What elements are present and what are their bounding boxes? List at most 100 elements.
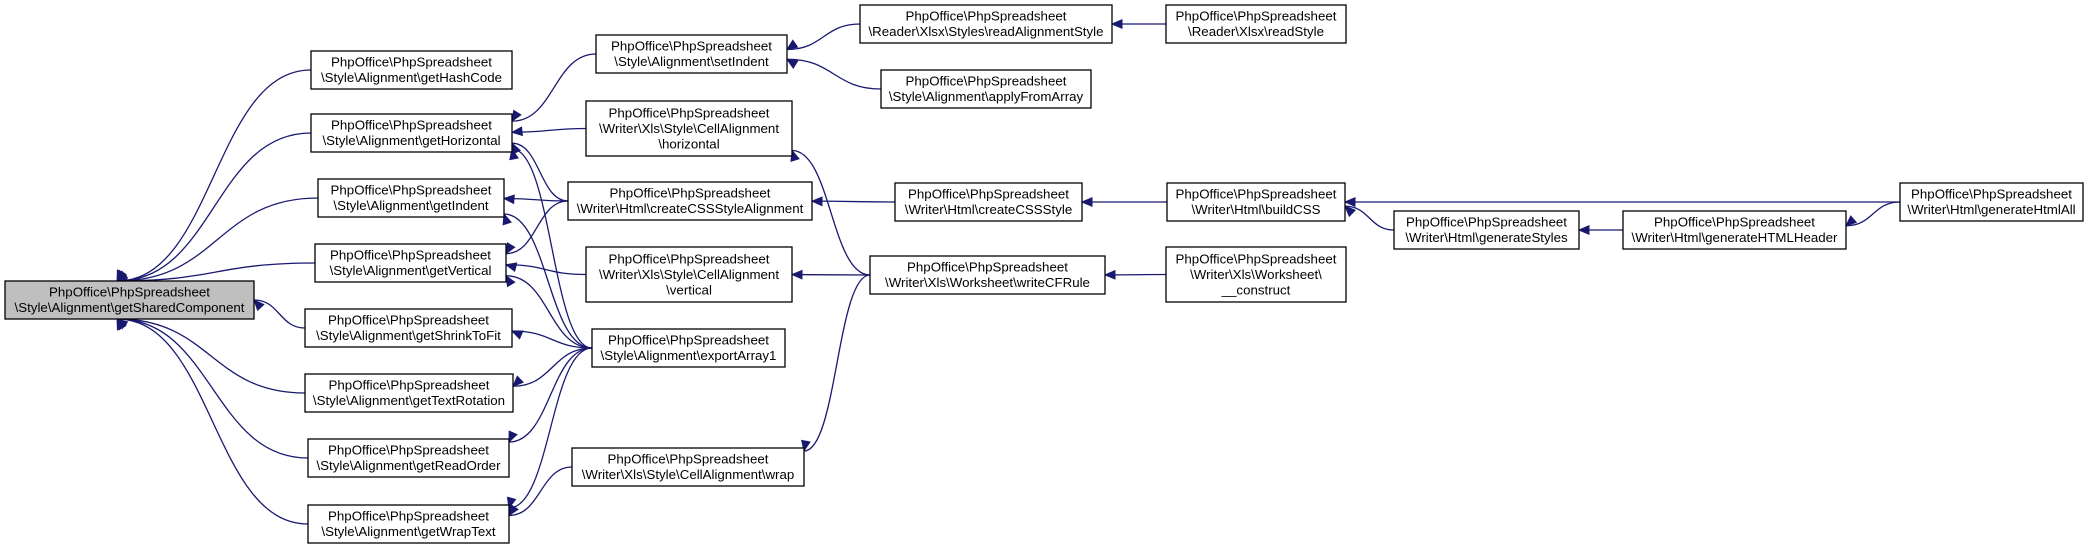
edge-readAlignmentStyle-to-setIndent	[786, 23, 861, 51]
edge-generateHtmlAll-to-generateHTMLHeader	[1845, 201, 1901, 227]
node-label-line: \Writer\Html\buildCSS	[1191, 202, 1320, 217]
node-getHashCode[interactable]: PhpOffice\PhpSpreadsheet\Style\Alignment…	[310, 50, 513, 90]
node-label-line: PhpOffice\PhpSpreadsheet	[330, 248, 491, 263]
node-label-line: PhpOffice\PhpSpreadsheet	[1176, 9, 1337, 24]
node-label-line: \Style\Alignment\applyFromArray	[889, 89, 1084, 104]
edge-getHashCode-to-root	[117, 69, 312, 282]
node-label-line: PhpOffice\PhpSpreadsheet	[1176, 187, 1337, 202]
node-label-line: PhpOffice\PhpSpreadsheet	[328, 313, 489, 328]
edge-getReadOrder-to-root	[117, 318, 309, 459]
node-label-line: PhpOffice\PhpSpreadsheet	[328, 443, 489, 458]
node-label-line: \Writer\Xls\Worksheet\	[1190, 267, 1322, 282]
arrowhead	[1103, 269, 1116, 280]
node-box	[310, 113, 513, 153]
node-label-line: \Writer\Html\generateStyles	[1405, 230, 1568, 245]
arrowhead	[502, 212, 512, 226]
node-getTextRotation[interactable]: PhpOffice\PhpSpreadsheet\Style\Alignment…	[304, 373, 514, 413]
node-label-line: PhpOffice\PhpSpreadsheet	[908, 187, 1069, 202]
edge-getShrinkToFit-to-root	[253, 299, 306, 329]
node-getHorizontal[interactable]: PhpOffice\PhpSpreadsheet\Style\Alignment…	[310, 113, 513, 153]
node-buildCSS[interactable]: PhpOffice\PhpSpreadsheet\Writer\Html\bui…	[1166, 182, 1346, 222]
node-box	[1899, 182, 2084, 222]
node-box	[4, 280, 255, 320]
node-label-line: \Style\Alignment\getReadOrder	[316, 458, 501, 473]
edge-xlsHorizontal-to-getHorizontal	[511, 127, 587, 133]
edge-writeCFRule-to-xlsWrap	[803, 274, 871, 452]
edges-layer	[115, 19, 1901, 525]
node-label-line: PhpOffice\PhpSpreadsheet	[1406, 215, 1567, 230]
node-label-line: PhpOffice\PhpSpreadsheet	[1911, 187, 2072, 202]
arrowhead	[810, 196, 823, 207]
node-readStyle[interactable]: PhpOffice\PhpSpreadsheet\Reader\Xlsx\rea…	[1165, 4, 1347, 44]
edge-exportArray1-to-getReadOrder	[508, 347, 593, 443]
node-label-line: \vertical	[666, 282, 712, 297]
node-box	[1165, 246, 1347, 303]
arrowhead	[785, 58, 799, 70]
node-createCSSStyleAlignment[interactable]: PhpOffice\PhpSpreadsheet\Writer\Html\cre…	[567, 181, 813, 221]
node-label-line: PhpOffice\PhpSpreadsheet	[1654, 215, 1815, 230]
node-label-line: \Style\Alignment\getVertical	[330, 263, 492, 278]
node-xlsWrap[interactable]: PhpOffice\PhpSpreadsheet\Writer\Xls\Styl…	[571, 447, 805, 487]
node-xlsHorizontal[interactable]: PhpOffice\PhpSpreadsheet\Writer\Xls\Styl…	[585, 100, 793, 157]
node-readAlignmentStyle[interactable]: PhpOffice\PhpSpreadsheet\Reader\Xlsx\Sty…	[859, 4, 1113, 44]
node-label-line: \Style\Alignment\getTextRotation	[313, 393, 505, 408]
node-getWrapText[interactable]: PhpOffice\PhpSpreadsheet\Style\Alignment…	[307, 504, 510, 544]
node-label-line: \Reader\Xlsx\Styles\readAlignmentStyle	[868, 24, 1103, 39]
node-xlsVertical[interactable]: PhpOffice\PhpSpreadsheet\Writer\Xls\Styl…	[585, 246, 793, 303]
edge-exportArray1-to-getVertical	[505, 275, 593, 349]
arrowhead	[1577, 225, 1590, 235]
node-getIndent[interactable]: PhpOffice\PhpSpreadsheet\Style\Alignment…	[317, 178, 505, 218]
node-getShrinkToFit[interactable]: PhpOffice\PhpSpreadsheet\Style\Alignment…	[304, 308, 513, 348]
node-label-line: PhpOffice\PhpSpreadsheet	[1176, 251, 1337, 266]
node-applyFromArray[interactable]: PhpOffice\PhpSpreadsheet\Style\Alignment…	[880, 69, 1092, 109]
edge-generateStyles-to-buildCSS	[1344, 205, 1395, 231]
edge-xlsWrap-to-getWrapText	[508, 466, 573, 517]
node-setIndent[interactable]: PhpOffice\PhpSpreadsheet\Style\Alignment…	[595, 34, 788, 74]
node-label-line: PhpOffice\PhpSpreadsheet	[609, 105, 770, 120]
node-getVertical[interactable]: PhpOffice\PhpSpreadsheet\Style\Alignment…	[314, 243, 507, 283]
edge-exportArray1-to-getIndent	[503, 213, 593, 349]
node-label-line: __construct	[1221, 282, 1291, 297]
node-box	[304, 373, 514, 413]
edge-exportArray1-to-getHorizontal	[511, 148, 593, 349]
node-label-line: \Style\Alignment\getHorizontal	[322, 133, 500, 148]
edge-writeCFRule-to-xlsHorizontal	[791, 149, 871, 276]
node-label-line: PhpOffice\PhpSpreadsheet	[608, 333, 769, 348]
edge-getHorizontal-to-root	[117, 132, 312, 282]
edge-exportArray1-to-getTextRotation	[512, 347, 593, 387]
node-exportArray1[interactable]: PhpOffice\PhpSpreadsheet\Style\Alignment…	[591, 328, 786, 368]
node-box	[310, 50, 513, 90]
arrowhead	[505, 274, 516, 288]
node-label-line: \Style\Alignment\exportArray1	[601, 348, 777, 363]
node-label-line: PhpOffice\PhpSpreadsheet	[328, 509, 489, 524]
node-generateHtmlAll[interactable]: PhpOffice\PhpSpreadsheet\Writer\Html\gen…	[1899, 182, 2084, 222]
arrowhead	[1344, 205, 1356, 218]
node-box	[571, 447, 805, 487]
node-label-line: PhpOffice\PhpSpreadsheet	[906, 74, 1067, 89]
node-box	[1165, 4, 1347, 44]
node-label-line: \Writer\Xls\Style\CellAlignment	[599, 267, 779, 282]
node-label-line: PhpOffice\PhpSpreadsheet	[331, 183, 492, 198]
node-box	[585, 100, 793, 157]
edge-getVertical-to-root	[117, 262, 316, 282]
edge-createCSSStyle-to-createCSSStyleAlignment	[811, 200, 896, 203]
node-box	[304, 308, 513, 348]
arrowhead	[1845, 215, 1858, 227]
arrowhead	[1343, 197, 1356, 207]
node-label-line: \Reader\Xlsx\readStyle	[1188, 24, 1324, 39]
node-writeCFRule[interactable]: PhpOffice\PhpSpreadsheet\Writer\Xls\Work…	[869, 255, 1106, 295]
node-createCSSStyle[interactable]: PhpOffice\PhpSpreadsheet\Writer\Html\cre…	[894, 182, 1083, 222]
node-generateHTMLHeader[interactable]: PhpOffice\PhpSpreadsheet\Writer\Html\gen…	[1622, 210, 1847, 250]
node-label-line: \Style\Alignment\getShrinkToFit	[316, 328, 501, 343]
node-construct[interactable]: PhpOffice\PhpSpreadsheet\Writer\Xls\Work…	[1165, 246, 1347, 303]
node-getReadOrder[interactable]: PhpOffice\PhpSpreadsheet\Style\Alignment…	[307, 438, 510, 478]
node-box	[307, 438, 510, 478]
node-label-line: \Writer\Xls\Style\CellAlignment\wrap	[582, 467, 795, 482]
edge-xlsVertical-to-getVertical	[505, 264, 587, 276]
node-box	[314, 243, 507, 283]
node-root[interactable]: PhpOffice\PhpSpreadsheet\Style\Alignment…	[4, 280, 255, 320]
node-generateStyles[interactable]: PhpOffice\PhpSpreadsheet\Writer\Html\gen…	[1393, 210, 1580, 250]
arrowhead	[502, 194, 515, 205]
node-label-line: \horizontal	[658, 136, 719, 151]
